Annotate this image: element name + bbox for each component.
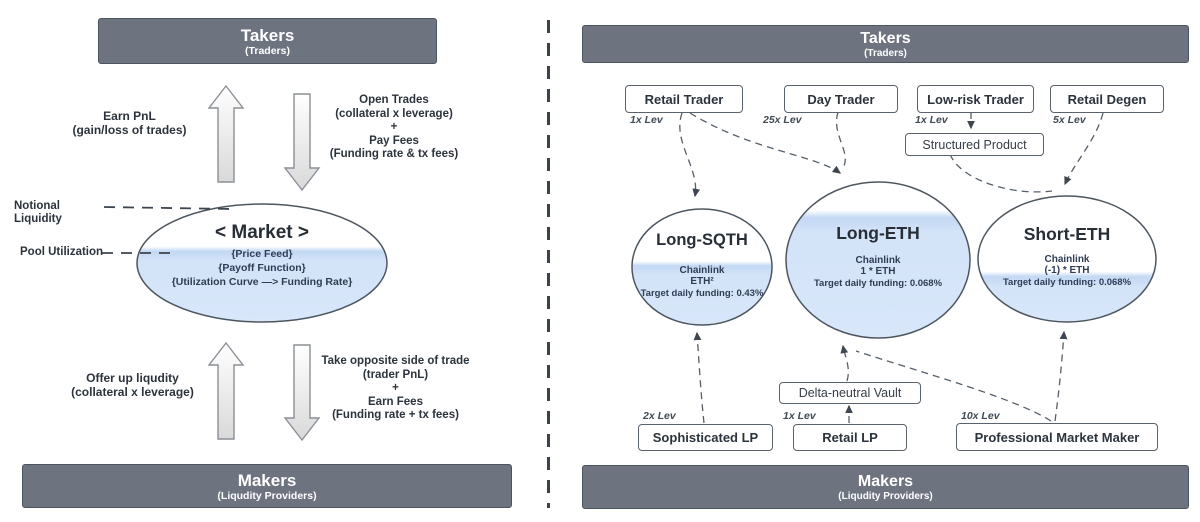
right-takers-subtitle: (Traders) <box>864 47 907 59</box>
short-eth-ellipse <box>977 195 1157 323</box>
short-eth-funding: Target daily funding: 0.068% <box>1002 276 1132 288</box>
market-ellipse <box>136 203 388 323</box>
retail-lp-leverage: 1x Lev <box>783 410 816 422</box>
left-makers-bar: Makers (Liqudity Providers) <box>22 464 512 508</box>
long-sqth-title: Long-SQTH <box>656 231 748 249</box>
right-takers-bar: Takers (Traders) <box>582 25 1189 63</box>
long-sqth-oracle: Chainlink <box>679 265 725 276</box>
offer-liquidity-line2: (collateral x leverage) <box>71 385 194 399</box>
low-risk-trader-leverage: 1x Lev <box>915 114 948 126</box>
node-professional-market-maker: Professional Market Maker <box>956 423 1158 451</box>
market-details: {Price Feed} {Payoff Function} {Utilizat… <box>137 247 387 289</box>
node-sophisticated-lp: Sophisticated LP <box>638 424 773 451</box>
makers-up-arrow <box>207 341 245 440</box>
market-utilization-curve: {Utilization Curve —> Funding Rate} <box>171 276 353 288</box>
market-title: < Market > <box>215 222 309 243</box>
right-makers-subtitle: (Liqudity Providers) <box>838 490 933 502</box>
left-takers-title: Takers <box>240 25 295 45</box>
open-trades-line5: (Funding rate & tx fees) <box>329 148 459 160</box>
take-opposite-line3: + <box>392 382 399 394</box>
connector-pmm-to-long-eth <box>855 350 1052 422</box>
long-sqth-payoff: ETH² <box>690 276 714 287</box>
long-eth-ellipse <box>785 181 971 339</box>
pool-utilization-label: Pool Utilization <box>20 246 104 258</box>
connector-day-trader-to-long-eth <box>835 111 846 169</box>
open-trades-line4: Pay Fees <box>369 134 419 147</box>
panel-divider-dashed-line <box>547 20 550 508</box>
market-price-feed: {Price Feed} <box>231 248 293 260</box>
pmm-leverage: 10x Lev <box>961 410 1000 422</box>
short-eth-title: Short-ETH <box>1023 224 1111 244</box>
offer-liquidity-caption: Offer up liqudity (collateral x leverage… <box>50 371 215 399</box>
earn-pnl-line1: Earn PnL <box>103 109 156 123</box>
right-takers-title: Takers <box>860 29 911 47</box>
left-makers-subtitle: (Liqudity Providers) <box>217 489 317 502</box>
takers-down-arrow <box>283 93 321 192</box>
node-structured-product: Structured Product <box>905 133 1044 156</box>
open-trades-line2: (collateral x leverage) <box>335 107 453 120</box>
long-eth-title: Long-ETH <box>836 223 920 243</box>
notional-liquidity-label: Notional Liquidity <box>14 200 62 225</box>
long-eth-oracle: Chainlink <box>855 255 901 266</box>
open-trades-caption: Open Trades (collateral x leverage) + Pa… <box>324 94 464 162</box>
long-sqth-funding: Target daily funding: 0.43% <box>640 287 764 299</box>
short-eth-details: Chainlink (-1) * ETH Target daily fundin… <box>987 254 1147 289</box>
take-opposite-line5: (Funding rate + tx fees) <box>332 409 459 421</box>
notional-liquidity-pointer-line <box>103 206 233 210</box>
node-retail-trader: Retail Trader <box>625 85 743 113</box>
sophisticated-lp-leverage: 2x Lev <box>643 410 676 422</box>
take-opposite-line1: Take opposite side of trade <box>321 355 470 367</box>
connector-vault-to-long-eth <box>840 344 849 382</box>
left-takers-subtitle: (Traders) <box>245 44 290 57</box>
node-day-trader: Day Trader <box>784 85 898 113</box>
earn-pnl-line2: (gain/loss of trades) <box>72 123 187 137</box>
day-trader-leverage: 25x Lev <box>763 114 802 126</box>
connector-structured-product-to-short-eth <box>949 153 1053 193</box>
right-makers-title: Makers <box>857 472 914 490</box>
long-sqth-details: Chainlink ETH² Target daily funding: 0.4… <box>627 265 777 300</box>
retail-degen-leverage: 5x Lev <box>1053 114 1086 126</box>
makers-down-arrow <box>283 344 321 442</box>
short-eth-payoff: (-1) * ETH <box>1044 265 1090 276</box>
long-eth-details: Chainlink 1 * ETH Target daily funding: … <box>798 255 958 290</box>
right-makers-bar: Makers (Liqudity Providers) <box>582 465 1189 509</box>
long-sqth-ellipse <box>631 208 773 326</box>
connector-pmm-to-short-eth <box>1054 330 1068 422</box>
take-opposite-line4: Earn Fees <box>368 395 423 408</box>
node-delta-neutral-vault: Delta-neutral Vault <box>779 382 921 404</box>
market-payoff-function: {Payoff Function} <box>218 262 306 274</box>
takers-up-arrow <box>207 84 245 183</box>
offer-liquidity-line1: Offer up liqudity <box>86 371 179 385</box>
take-opposite-caption: Take opposite side of trade (trader PnL)… <box>318 355 473 423</box>
left-takers-bar: Takers (Traders) <box>98 18 437 64</box>
node-retail-degen: Retail Degen <box>1050 85 1164 113</box>
open-trades-line3: + <box>390 121 398 133</box>
connector-retail-trader-to-long-eth <box>689 112 842 174</box>
retail-trader-leverage: 1x Lev <box>630 114 663 126</box>
node-low-risk-trader: Low-risk Trader <box>917 85 1034 113</box>
node-retail-lp: Retail LP <box>793 424 907 451</box>
left-makers-title: Makers <box>237 470 297 490</box>
connector-retail-degen-to-short-eth <box>1064 112 1104 186</box>
earn-pnl-caption: Earn PnL (gain/loss of trades) <box>52 109 207 137</box>
short-eth-oracle: Chainlink <box>1044 254 1090 265</box>
connector-sophisticated-lp-to-long-sqth <box>693 331 705 424</box>
connector-retail-trader-to-long-sqth <box>679 112 701 198</box>
long-eth-funding: Target daily funding: 0.068% <box>813 277 943 289</box>
long-eth-payoff: 1 * ETH <box>860 266 896 277</box>
take-opposite-line2: (trader PnL) <box>362 368 429 381</box>
open-trades-line1: Open Trades <box>359 94 429 106</box>
